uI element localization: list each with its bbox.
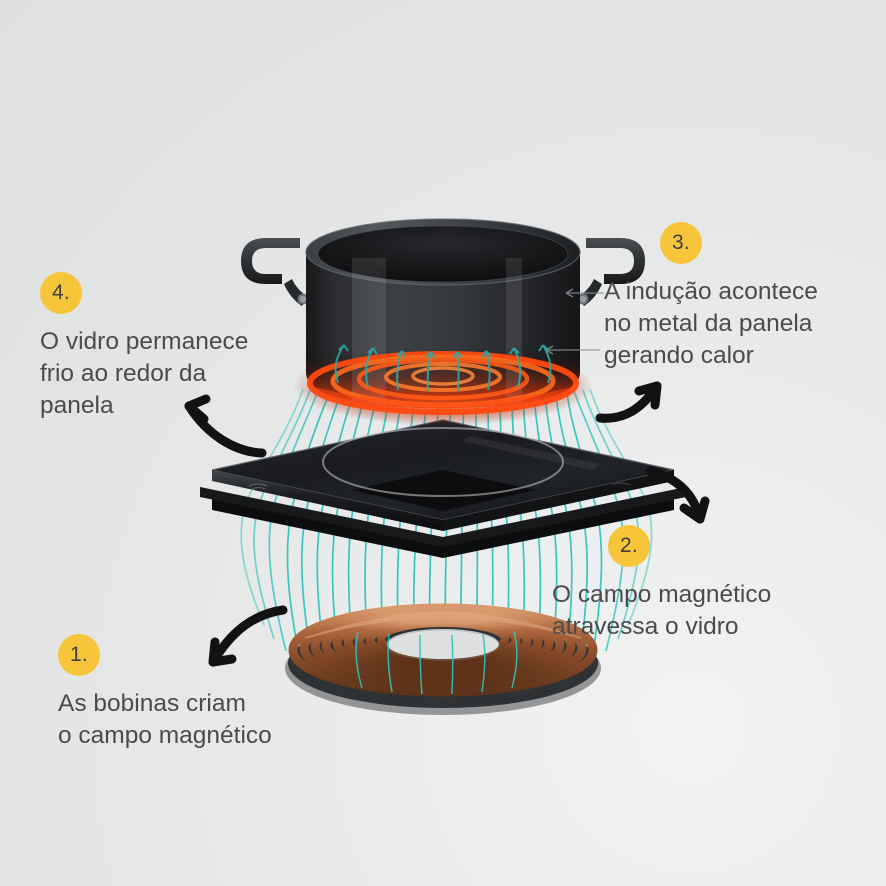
- arrow-step-2: [645, 466, 710, 524]
- pot-reference-arrows: [545, 288, 604, 355]
- step-badge-1: 1.: [58, 634, 100, 676]
- step-arrows: [184, 381, 710, 667]
- arrow-step-1: [208, 605, 288, 667]
- callout-step-3: 3. A indução acontece no metal da panela…: [604, 222, 886, 372]
- step-text-3: A indução acontece no metal da panela ge…: [604, 278, 818, 369]
- cooking-pot: [241, 218, 645, 415]
- step-badge-2: 2.: [608, 525, 650, 567]
- induction-arrows: [334, 344, 552, 392]
- magnetic-field-lines-front: [355, 631, 518, 695]
- arrow-step-3: [595, 381, 662, 423]
- step-badge-4: 4.: [40, 272, 82, 314]
- copper-induction-coil: [285, 603, 601, 715]
- pot-interior: [318, 226, 568, 282]
- cooking-zone-ring: [322, 427, 564, 497]
- step-text-1: As bobinas criam o campo magnético: [58, 690, 272, 749]
- pot-handle-left: [241, 238, 309, 306]
- cooktop-logo: [248, 483, 268, 490]
- induction-cooktop: [200, 419, 686, 558]
- cooktop-logo-right: [611, 482, 631, 486]
- step-text-2: O campo magnético atravessa o vidro: [552, 581, 772, 640]
- step-text-4: O vidro permanece frio ao redor da panel…: [40, 328, 249, 419]
- heat-rings: [307, 351, 579, 415]
- step-badge-3: 3.: [660, 222, 702, 264]
- callout-step-2: 2. O campo magnético atravessa o vidro: [552, 525, 862, 643]
- callout-step-4: 4. O vidro permanece frio ao redor da pa…: [40, 272, 302, 422]
- callout-step-1: 1. As bobinas criam o campo magnético: [58, 634, 328, 752]
- arrow-step-4: [184, 394, 267, 458]
